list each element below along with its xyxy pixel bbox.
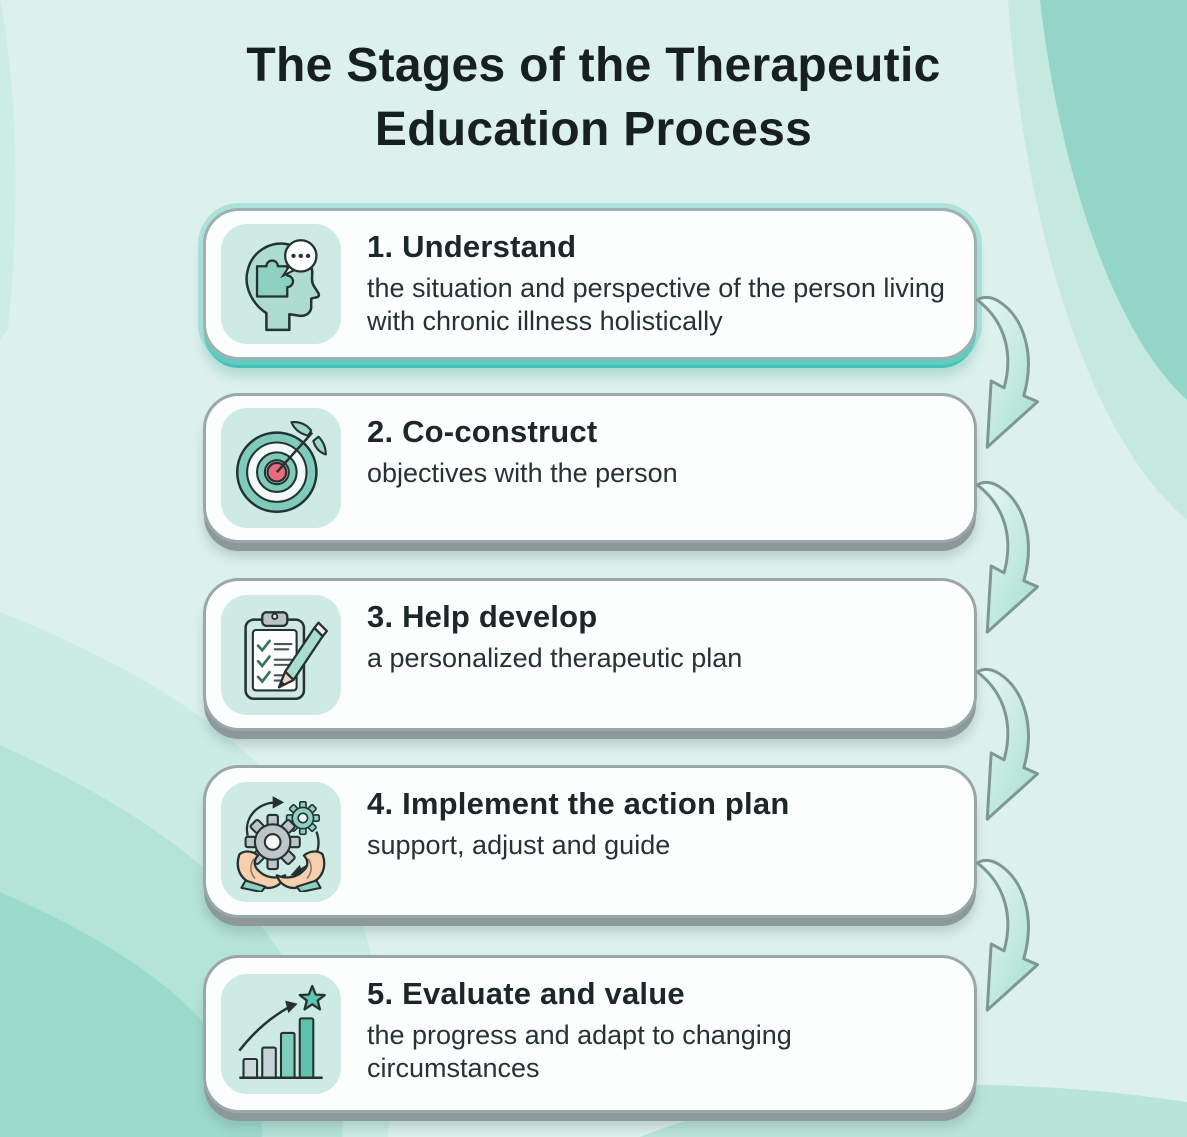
stage-heading: 5. Evaluate and value xyxy=(367,976,685,1011)
flow-arrow-icon xyxy=(975,480,1040,634)
stage-icon-tile xyxy=(221,781,341,902)
flow-arrow-icon xyxy=(975,858,1040,1012)
page-title: The Stages of the Therapeutic Education … xyxy=(246,39,941,157)
stage-description: the situation and perspective of the per… xyxy=(367,273,945,337)
stage-heading: 3. Help develop xyxy=(367,599,598,634)
stage-card-2: 2. Co-construct objectives with the pers… xyxy=(203,393,977,543)
stage-heading: 4. Implement the action plan xyxy=(367,786,790,821)
stage-heading: 2. Co-construct xyxy=(367,414,598,449)
clipboard-checklist-icon xyxy=(244,610,328,700)
stage-card-3: 3. Help develop a personalized therapeut… xyxy=(203,578,977,731)
stage-icon-tile xyxy=(221,408,341,528)
hands-gears-icon xyxy=(236,795,326,892)
stage-card-5: 5. Evaluate and value the progress and a… xyxy=(203,955,977,1113)
target-arrow-icon xyxy=(235,421,327,513)
stage-card-4: 4. Implement the action plan support, ad… xyxy=(203,765,977,918)
growth-chart-star-icon xyxy=(238,984,326,1080)
stage-description: support, adjust and guide xyxy=(367,830,671,860)
head-puzzle-speech-icon xyxy=(245,239,321,332)
stage-icon-tile xyxy=(221,974,341,1094)
stage-description: objectives with the person xyxy=(367,458,678,488)
stage-description: the progress and adapt to changing circu… xyxy=(367,1020,792,1084)
stage-icon-tile xyxy=(221,594,341,715)
stage-card-1: 1. Understand the situation and perspect… xyxy=(203,208,977,360)
stage-icon-tile xyxy=(221,224,341,344)
flow-arrow-icon xyxy=(975,295,1040,449)
stage-description: a personalized therapeutic plan xyxy=(367,643,743,673)
stage-heading: 1. Understand xyxy=(367,229,577,264)
flow-arrow-icon xyxy=(975,667,1040,821)
